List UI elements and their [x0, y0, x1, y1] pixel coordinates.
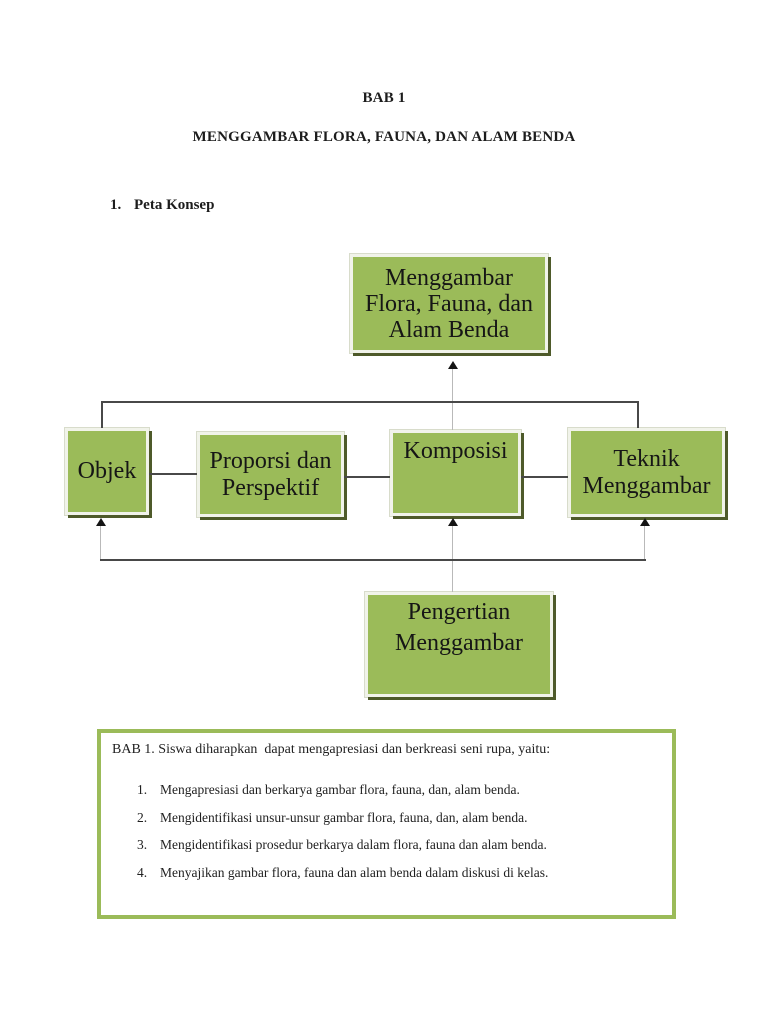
objective-item: 2. Mengidentifikasi unsur-unsur gambar f… — [137, 810, 662, 838]
page-title: MENGGAMBAR FLORA, FAUNA, DAN ALAM BENDA — [192, 129, 576, 145]
connector-komposisi-teknik — [521, 476, 568, 478]
connector-objek-stub — [100, 526, 101, 560]
connector-objek-proporsi — [149, 473, 197, 475]
objective-text: Mengidentifikasi prosedur berkarya dalam… — [160, 837, 547, 852]
arrowhead-to-main-icon — [448, 361, 458, 369]
section-label: Peta Konsep — [134, 197, 215, 213]
arrowhead-to-komposisi-icon — [448, 518, 458, 526]
node-label: Objek — [77, 458, 137, 484]
node-label: Pengertian Menggambar — [395, 599, 523, 656]
connector-main-shaft — [452, 369, 453, 402]
connector-top-mid-stub — [452, 403, 453, 430]
connector-top-horizontal — [101, 401, 639, 403]
connector-top-left-stub — [101, 401, 103, 428]
section-number: 1. — [110, 197, 122, 213]
objective-number: 2. — [137, 809, 148, 825]
node-teknik-menggambar: Teknik Menggambar — [568, 428, 725, 517]
connector-teknik-stub — [644, 526, 645, 560]
learning-objectives-box: BAB 1. Siswa diharapkan dapat mengapresi… — [97, 729, 676, 919]
connector-top-right-stub — [637, 401, 639, 428]
node-komposisi: Komposisi — [390, 430, 521, 516]
arrowhead-to-teknik-icon — [640, 518, 650, 526]
objectives-intro: BAB 1. Siswa diharapkan dapat mengapresi… — [112, 742, 551, 757]
objective-text: Mengidentifikasi unsur-unsur gambar flor… — [160, 809, 528, 825]
node-label: Komposisi — [403, 438, 508, 464]
chapter-heading: BAB 1 — [362, 90, 406, 106]
connector-bottom-horizontal — [100, 559, 646, 561]
node-pengertian-menggambar: Pengertian Menggambar — [365, 592, 553, 697]
objective-number: 4. — [137, 864, 148, 880]
arrowhead-to-objek-icon — [96, 518, 106, 526]
connector-proporsi-komposisi — [344, 476, 390, 478]
objective-number: 3. — [137, 837, 148, 852]
objective-item: 1. Mengapresiasi dan berkarya gambar flo… — [137, 782, 662, 810]
node-label: Teknik Menggambar — [582, 445, 711, 499]
objective-item: 4. Menyajikan gambar flora, fauna dan al… — [137, 865, 662, 893]
node-objek: Objek — [65, 428, 149, 515]
objective-item: 3. Mengidentifikasi prosedur berkarya da… — [137, 837, 662, 865]
node-menggambar-flora-fauna-alam-benda: Menggambar Flora, Fauna, dan Alam Benda — [350, 254, 548, 353]
objective-text: Mengapresiasi dan berkarya gambar flora,… — [160, 782, 520, 797]
node-proporsi-dan-perspektif: Proporsi dan Perspektif — [197, 432, 344, 517]
node-label: Proporsi dan Perspektif — [209, 447, 332, 501]
objectives-list: 1. Mengapresiasi dan berkarya gambar flo… — [137, 782, 662, 892]
objective-text: Menyajikan gambar flora, fauna dan alam … — [160, 864, 549, 880]
objective-number: 1. — [137, 782, 148, 797]
node-label: Menggambar Flora, Fauna, dan Alam Benda — [365, 264, 533, 343]
section-heading: 1. Peta Konsep — [110, 197, 214, 214]
